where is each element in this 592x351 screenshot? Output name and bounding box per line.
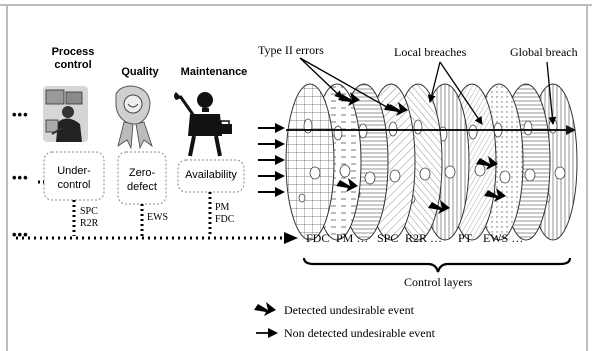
global-breach-label: Global breach [510, 45, 578, 59]
ews-tools: EWS [147, 212, 169, 223]
award-ribbon-icon [115, 85, 153, 150]
frame-left-line [6, 6, 8, 351]
detected-event-arrows [336, 92, 506, 214]
annotation-arrows [299, 57, 557, 125]
quality-title: Quality [121, 66, 159, 78]
type-ii-errors-label: Type II errors [258, 43, 324, 57]
frame-right-line [586, 6, 588, 351]
baseline-arrowhead [284, 232, 298, 244]
maintenance-title: Maintenance [180, 66, 248, 78]
legend-non-detected-label: Non detected undesirable event [284, 326, 435, 340]
frame-top-line [0, 4, 592, 6]
legend-detected-label: Detected undesirable event [284, 303, 414, 317]
control-layers [285, 83, 578, 241]
under-control-label: Under-control [57, 165, 91, 191]
layer-label-ews: EWS … [483, 231, 524, 245]
detected-event-legend-icon [254, 302, 276, 316]
layer-label-fdc: FDC [306, 231, 330, 245]
layer-label-pm: PM … [336, 231, 369, 245]
pm-fdc-tools: PM FDC [215, 202, 235, 225]
row-dots-1: ••• [12, 107, 29, 122]
control-layer-slice [285, 83, 335, 241]
availability-box [177, 159, 245, 193]
maintenance-worker-icon [174, 92, 232, 157]
row-dots-3: ••• [12, 227, 29, 242]
row-dots-2: ••• [12, 170, 29, 185]
availability-label: Availability [185, 169, 237, 181]
layer-label-r2r: R2R … [405, 231, 443, 245]
zero-defect-label: Zero-defect [127, 167, 157, 193]
process-control-title: Process control [51, 46, 95, 71]
layer-label-spc: SPC [377, 231, 399, 245]
control-layers-brace [302, 257, 572, 273]
spc-r2r-tools: SPC R2R [80, 206, 99, 229]
control-layers-label: Control layers [404, 275, 473, 289]
layer-label-pt: PT [458, 231, 473, 245]
operator-icon [43, 86, 88, 142]
under-control-box [43, 151, 105, 201]
local-breaches-label: Local breaches [394, 45, 467, 59]
input-arrows [258, 123, 285, 197]
